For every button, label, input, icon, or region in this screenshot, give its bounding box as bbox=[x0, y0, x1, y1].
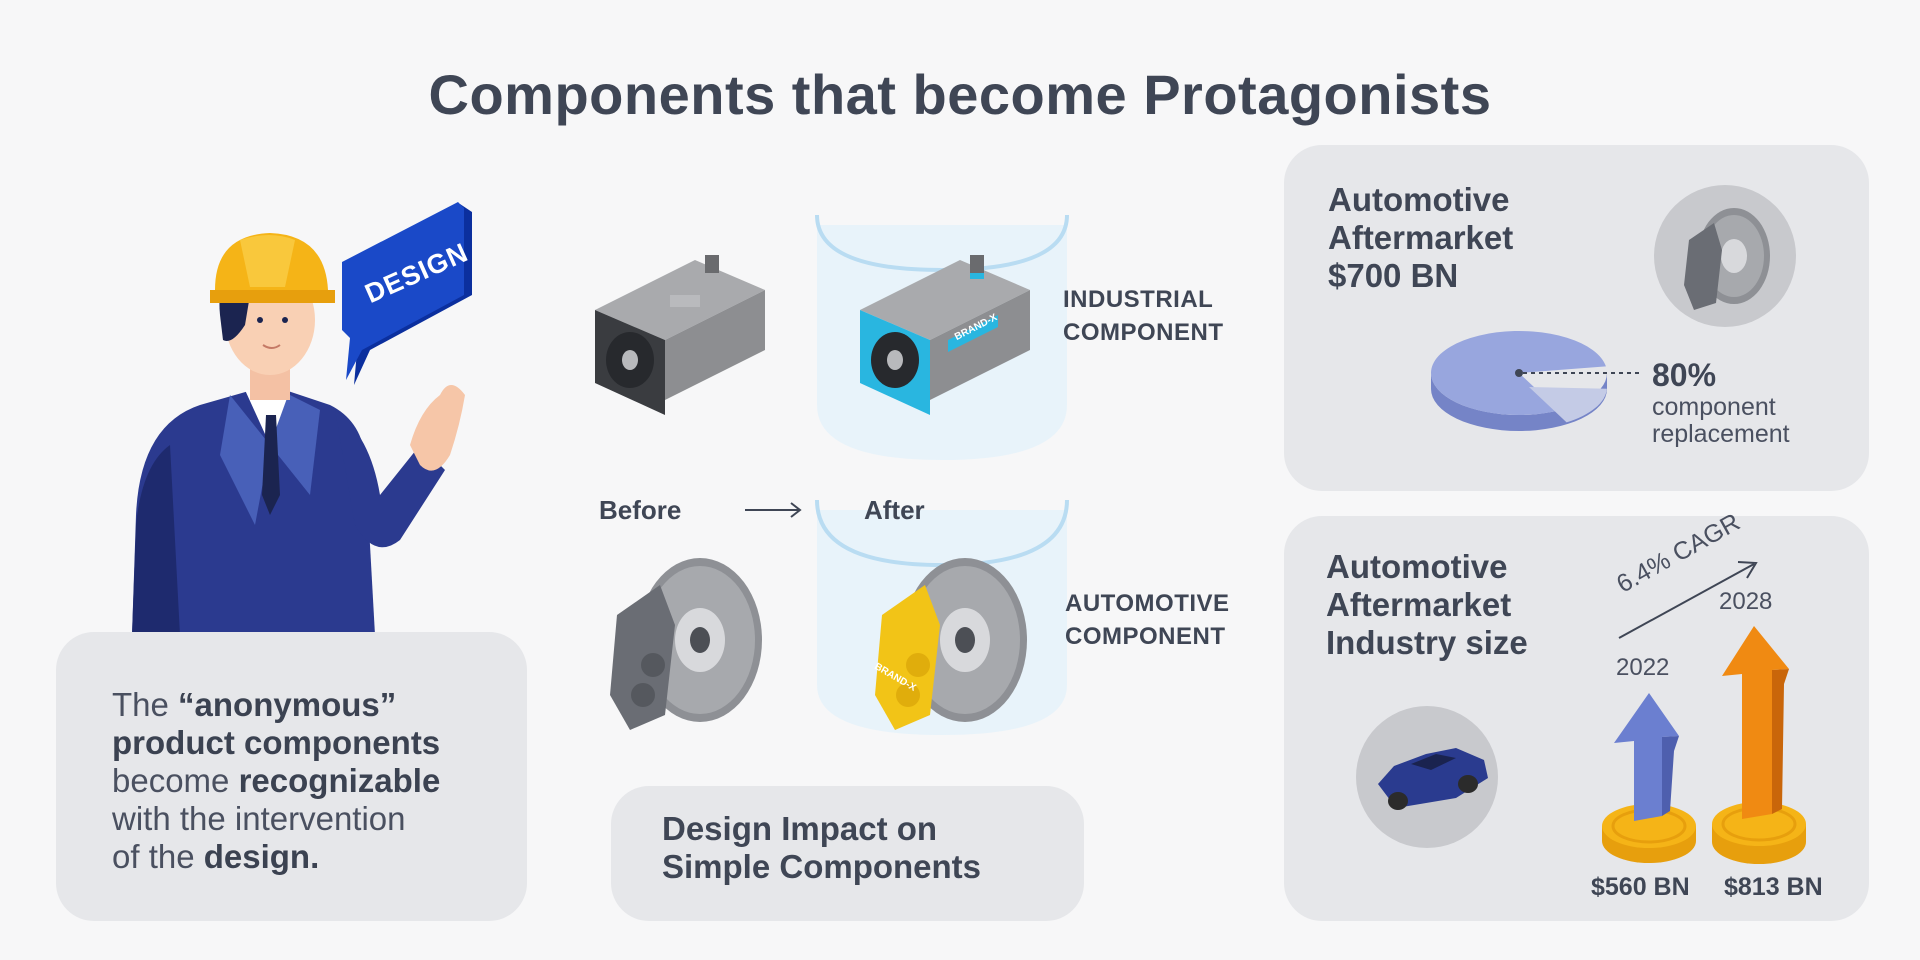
industry-size-panel: Automotive Aftermarket Industry size 6.4… bbox=[1284, 508, 1869, 921]
automotive-label-line2: COMPONENT bbox=[1065, 623, 1226, 650]
design-impact-line1: Design Impact on bbox=[662, 810, 938, 847]
automotive-component-label: AUTOMOTIVE COMPONENT bbox=[1065, 587, 1230, 653]
value-2028-label: $813 BN bbox=[1724, 873, 1823, 901]
industrial-component-label: INDUSTRIAL COMPONENT bbox=[1063, 283, 1224, 349]
statement-bold-2: product components bbox=[112, 724, 441, 761]
replacement-pie-chart bbox=[1431, 331, 1640, 431]
design-impact-text: Design Impact on Simple Components bbox=[662, 810, 981, 886]
replacement-description: component replacement bbox=[1652, 394, 1790, 448]
growth-arrow-2028 bbox=[1712, 626, 1806, 864]
value-2022-label: $560 BN bbox=[1591, 873, 1690, 901]
industrial-motor-before bbox=[595, 255, 765, 415]
industrial-label-line1: INDUSTRIAL bbox=[1063, 286, 1214, 313]
cagr-arrow-icon bbox=[1618, 561, 1758, 639]
statement-light-3: become bbox=[112, 762, 239, 799]
industry-title-line1: Automotive bbox=[1326, 548, 1508, 585]
replacement-desc-line1: component bbox=[1652, 393, 1776, 421]
statement-bold-1: “anonymous” bbox=[178, 686, 397, 723]
after-label: After bbox=[864, 495, 925, 525]
aftermarket-title-line1: Automotive bbox=[1328, 181, 1510, 218]
statement-bold-3: recognizable bbox=[238, 762, 441, 799]
aftermarket-title-line2: Aftermarket bbox=[1328, 219, 1514, 256]
replacement-desc-line2: replacement bbox=[1652, 420, 1790, 448]
industry-title-line3: Industry size bbox=[1326, 624, 1528, 661]
statement-light-5: of the bbox=[112, 838, 204, 875]
car-badge bbox=[1356, 706, 1498, 848]
brake-disc-after bbox=[875, 558, 1027, 730]
arrow-right-icon bbox=[745, 502, 802, 518]
replacement-percent: 80% bbox=[1652, 357, 1717, 393]
before-label: Before bbox=[599, 495, 682, 525]
brake-disc-before bbox=[610, 558, 762, 730]
industrial-label-line2: COMPONENT bbox=[1063, 319, 1224, 346]
industry-size-title: Automotive Aftermarket Industry size bbox=[1326, 548, 1528, 662]
design-statement-text: The “anonymous” product components becom… bbox=[112, 686, 440, 876]
statement-light-1: The bbox=[112, 686, 179, 723]
growth-arrow-2022 bbox=[1602, 693, 1696, 863]
aftermarket-title-line3: $700 BN bbox=[1328, 257, 1459, 294]
automotive-label-line1: AUTOMOTIVE bbox=[1065, 590, 1230, 617]
design-impact-line2: Simple Components bbox=[662, 848, 982, 885]
aftermarket-panel: Automotive Aftermarket $700 BN 80% compo… bbox=[1284, 145, 1869, 491]
year-2028-label: 2028 bbox=[1719, 588, 1773, 615]
statement-light-4: with the intervention bbox=[112, 800, 406, 837]
design-speech-bubble bbox=[342, 202, 472, 385]
year-2022-label: 2022 bbox=[1616, 654, 1670, 681]
statement-bold-5: design. bbox=[203, 838, 320, 875]
page-title: Components that become Protagonists bbox=[428, 63, 1492, 126]
industry-title-line2: Aftermarket bbox=[1326, 586, 1512, 623]
engineer-illustration bbox=[132, 233, 465, 635]
aftermarket-title: Automotive Aftermarket $700 BN bbox=[1328, 181, 1513, 295]
brake-disc-badge bbox=[1654, 185, 1796, 327]
design-impact-panel: Design Impact on Simple Components bbox=[611, 786, 1084, 921]
design-statement-panel: The “anonymous” product components becom… bbox=[56, 632, 527, 921]
industrial-motor-after bbox=[860, 255, 1030, 415]
